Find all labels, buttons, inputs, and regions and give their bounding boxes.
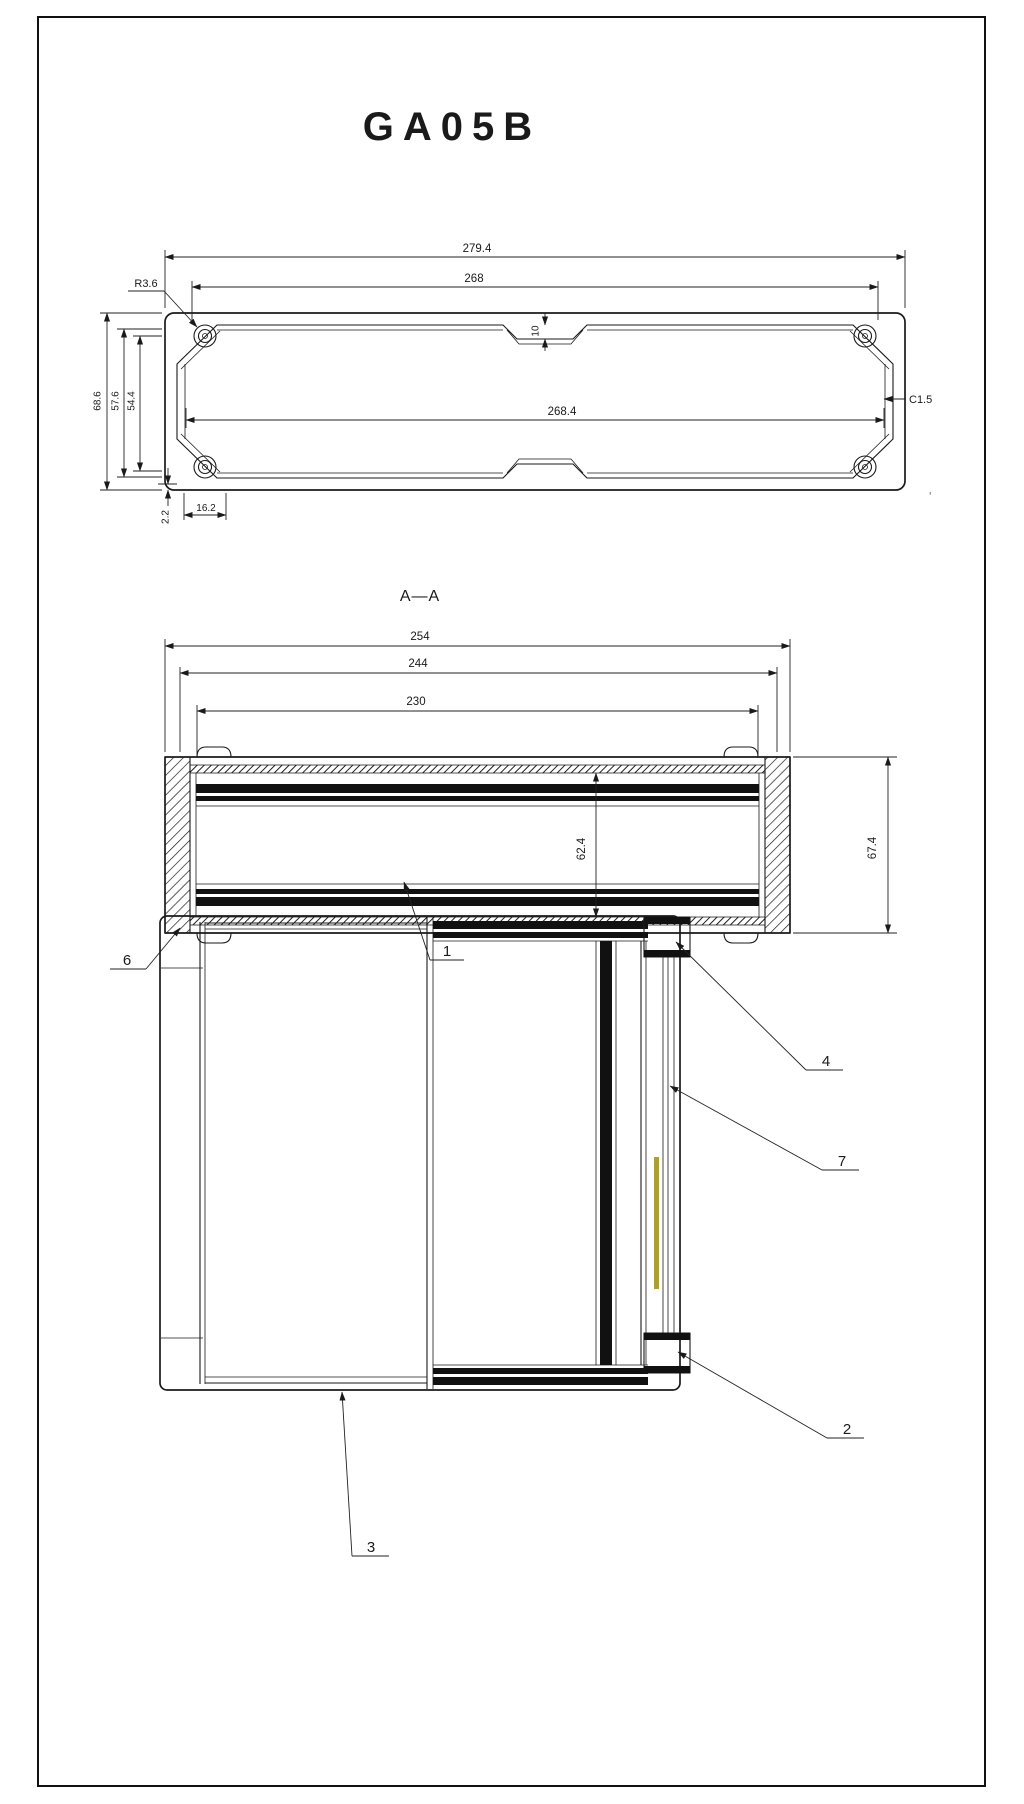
dim-overall-height-text: 68.6 bbox=[93, 391, 104, 411]
chamfer-callout: C1.5 bbox=[883, 394, 932, 406]
endview-outer-outline bbox=[164, 312, 906, 491]
corner-screw-symbols bbox=[193, 324, 877, 479]
dim-inner-height-text: 54.4 bbox=[127, 391, 138, 411]
section-title: A—A bbox=[400, 588, 440, 605]
sheet-border bbox=[37, 16, 986, 1787]
dim-width-outer: 254 bbox=[164, 631, 791, 752]
endview-inner-profile bbox=[176, 324, 894, 479]
screw-bottom-right bbox=[853, 455, 877, 479]
dim-screw-offset: 16.2 bbox=[183, 493, 227, 520]
callout-endcap-text: 6 bbox=[123, 952, 131, 969]
right-rails bbox=[595, 941, 675, 1365]
dim-width-mid: 244 bbox=[179, 658, 778, 752]
stray-mark: ' bbox=[929, 489, 931, 504]
callout-top-right: 4 bbox=[675, 941, 843, 1071]
plan-view: 4 7 2 3 bbox=[159, 915, 864, 1557]
dim-slot-width: 268.4 bbox=[185, 404, 885, 428]
callout-body-bottom-text: 3 bbox=[367, 1539, 375, 1556]
callout-top-right-text: 4 bbox=[822, 1053, 830, 1070]
dim-inner-height: 54.4 bbox=[127, 335, 162, 472]
callout-right-panel: 7 bbox=[669, 1085, 859, 1171]
plan-outer-outline bbox=[159, 915, 681, 1391]
callout-body: 1 bbox=[403, 881, 464, 961]
right-wall-hatch bbox=[765, 757, 790, 933]
cover-bands bbox=[433, 921, 648, 1385]
top-wall-hatch bbox=[190, 765, 765, 773]
section-view: A—A 254 244 230 bbox=[110, 588, 897, 970]
callout-right-panel-text: 7 bbox=[838, 1153, 846, 1170]
dim-width-inner-text: 230 bbox=[406, 696, 425, 708]
dim-mid-height-text: 57.6 bbox=[111, 391, 122, 411]
dim-height-inner: 62.4 bbox=[576, 772, 600, 918]
cover-edge bbox=[426, 917, 434, 1389]
dim-overall-height: 68.6 bbox=[93, 312, 162, 491]
dim-width-mid-text: 244 bbox=[408, 658, 428, 670]
callout-bottom-right: 2 bbox=[677, 1351, 864, 1439]
dim-wall-text: 2.2 bbox=[161, 510, 172, 524]
dim-face-width: 268 bbox=[191, 273, 879, 320]
dim-notch-text: 10 bbox=[531, 325, 542, 337]
dim-height-outer-text: 67.4 bbox=[867, 836, 879, 859]
callout-endcap: 6 bbox=[110, 927, 181, 970]
endcap-corner-blocks bbox=[643, 916, 691, 1374]
section-outer-outline bbox=[164, 756, 791, 934]
dim-overall-width-text: 279.4 bbox=[463, 243, 492, 255]
dim-wall: 2.2 bbox=[158, 468, 177, 524]
callout-body-text: 1 bbox=[443, 943, 451, 960]
dim-mid-height: 57.6 bbox=[111, 328, 162, 478]
gasket-strip bbox=[654, 1157, 659, 1289]
radius-callout-text: R3.6 bbox=[134, 278, 157, 290]
corner-ears bbox=[196, 746, 759, 944]
dim-height-inner-text: 62.4 bbox=[576, 837, 588, 860]
left-wall-hatch bbox=[165, 757, 190, 933]
chamfer-callout-text: C1.5 bbox=[909, 394, 932, 406]
dim-width-outer-text: 254 bbox=[410, 631, 430, 643]
dim-face-width-text: 268 bbox=[464, 273, 483, 285]
screw-bottom-left bbox=[193, 455, 217, 479]
dim-slot-width-mask bbox=[536, 404, 588, 418]
end-view: 279.4 268 R3.6 10 268.4 bbox=[93, 243, 933, 524]
dim-screw-offset-text: 16.2 bbox=[196, 503, 216, 514]
rail-slots bbox=[196, 784, 759, 906]
radius-callout: R3.6 bbox=[128, 278, 198, 328]
left-cap bbox=[161, 922, 206, 1384]
body-rails bbox=[205, 922, 427, 1384]
screw-top-right bbox=[853, 324, 877, 348]
page-title: GA05B bbox=[363, 105, 541, 149]
dim-height-outer: 67.4 bbox=[793, 756, 897, 934]
endview-detail-lines bbox=[180, 329, 890, 474]
callout-body-bottom: 3 bbox=[339, 1391, 389, 1557]
dim-width-inner: 230 bbox=[196, 696, 759, 755]
dim-notch: 10 bbox=[531, 313, 549, 351]
section-body bbox=[164, 746, 791, 944]
screw-top-left bbox=[193, 324, 217, 348]
dim-slot-width-text: 268.4 bbox=[548, 406, 577, 418]
callout-bottom-right-text: 2 bbox=[843, 1421, 851, 1438]
dim-overall-width: 279.4 bbox=[164, 243, 906, 308]
